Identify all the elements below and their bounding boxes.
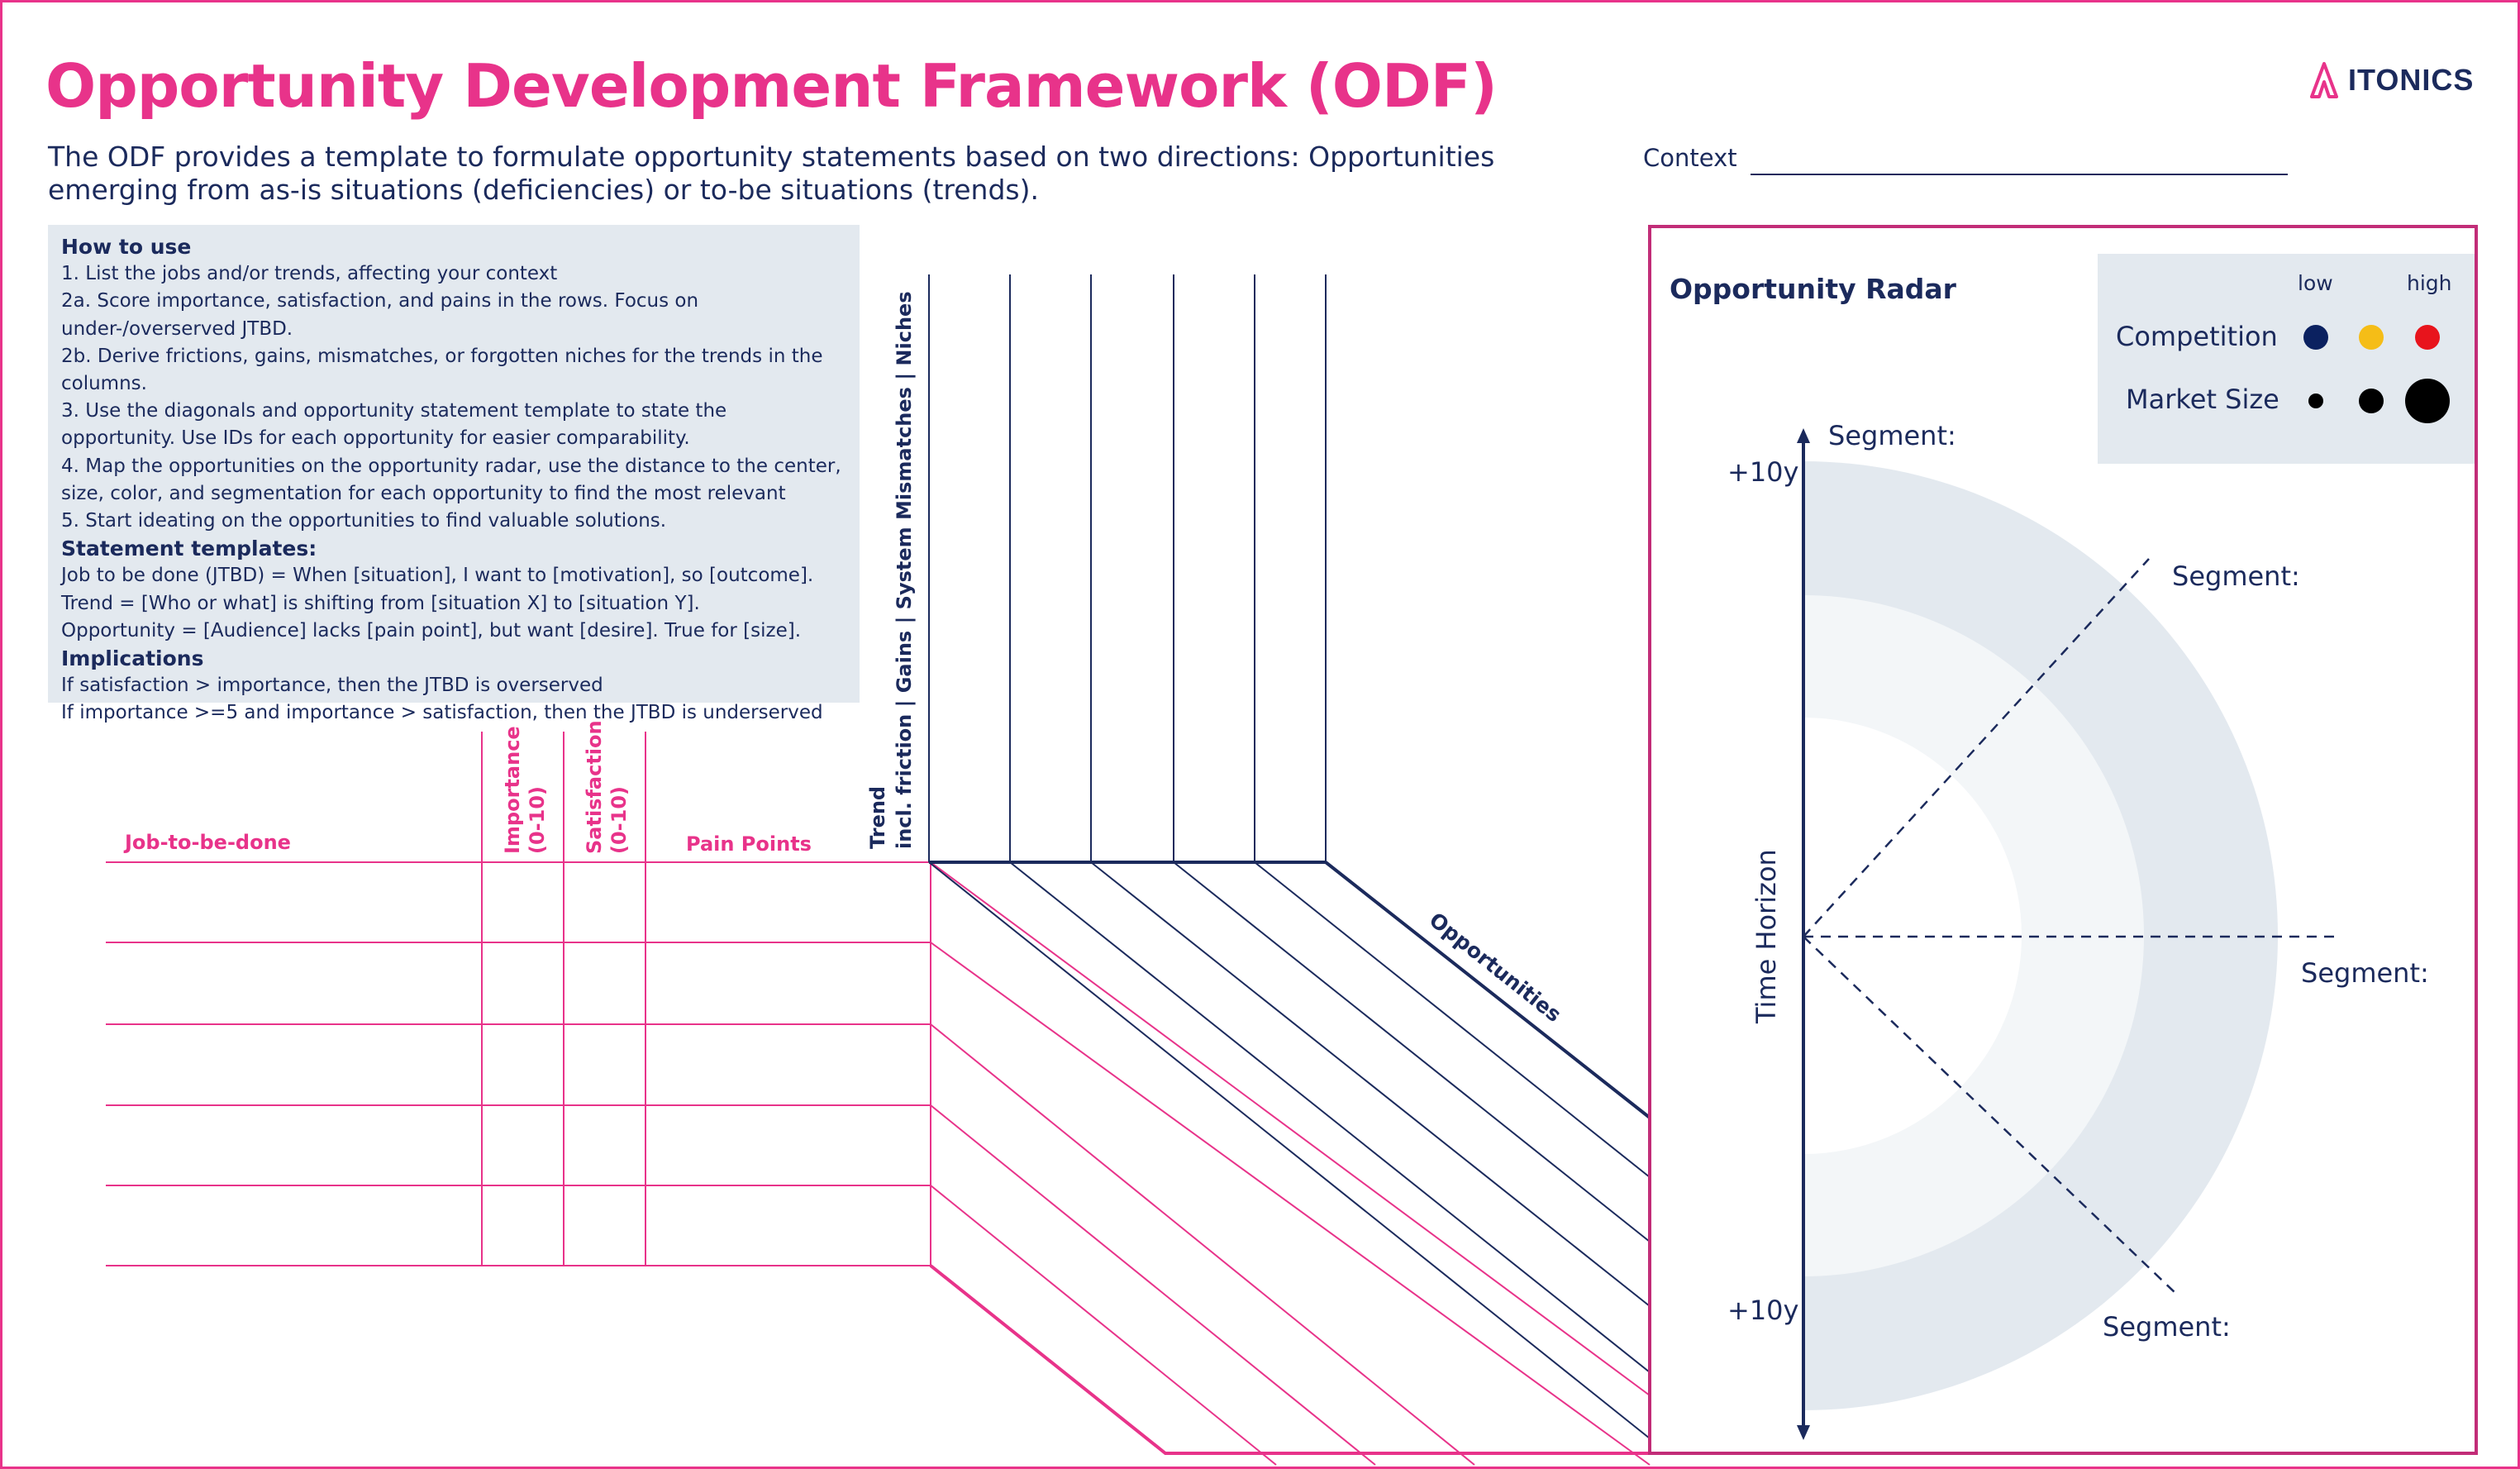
template-line: Trend = [Who or what] is shifting from […: [61, 592, 700, 614]
legend-low-label: low: [2298, 271, 2333, 295]
segment-label-top[interactable]: Segment:: [1828, 420, 1956, 451]
pink-boundary: [929, 1264, 1650, 1455]
segment-label-bottom[interactable]: Segment:: [2103, 1311, 2231, 1343]
market-size-medium-dot: [2359, 389, 2384, 413]
axis-arrow-up-icon: [1797, 428, 1810, 443]
market-size-small-dot: [2308, 393, 2323, 408]
col-header-satisfaction: Satisfaction (0-10): [583, 720, 631, 854]
howto-step: 2a. Score importance, satisfaction, and …: [61, 290, 699, 340]
howto-step: 1. List the jobs and/or trends, affectin…: [61, 263, 558, 285]
howto-step: 5. Start ideating on the opportunities t…: [61, 510, 667, 532]
legend-competition-label: Competition: [2116, 321, 2278, 352]
competition-mid-dot: [2359, 325, 2384, 350]
col-header-jtbd: Job-to-be-done: [125, 831, 291, 854]
row-diagonal: [930, 1023, 1475, 1466]
radar-title: Opportunity Radar: [1670, 273, 1956, 305]
col-header-importance: Importance (0-10): [501, 726, 549, 854]
itonics-logo: ITONICS: [2310, 60, 2474, 101]
segment-label-right[interactable]: Segment:: [2301, 957, 2429, 989]
row-diagonal: [930, 1104, 1376, 1466]
row-diagonal: [930, 861, 1651, 1396]
context-label: Context: [1643, 144, 1737, 172]
time-tick-top: +10y: [1727, 456, 1799, 488]
template-line: Opportunity = [Audience] lacks [pain poi…: [61, 619, 802, 641]
row-diagonal: [930, 942, 1651, 1466]
howto-step: 2b. Derive frictions, gains, mismatches,…: [61, 345, 823, 395]
segment-dividers: [1803, 558, 2336, 1295]
page-title: Opportunity Development Framework (ODF): [45, 51, 1498, 121]
logo-mark-icon: [2310, 62, 2338, 98]
column-diagonal: [1090, 861, 1651, 1307]
howto-step: 3. Use the diagonals and opportunity sta…: [61, 400, 727, 450]
legend-high-label: high: [2407, 271, 2452, 295]
column-diagonal: [1009, 861, 1651, 1373]
market-size-large-dot: [2405, 379, 2450, 423]
implication-line: If importance >=5 and importance > satis…: [61, 702, 823, 724]
trend-header: Trend incl. friction | Gains | System Mi…: [866, 291, 916, 849]
segment-label-upper-right[interactable]: Segment:: [2172, 560, 2300, 592]
column-diagonal: [1173, 861, 1651, 1242]
howto-step: 4. Map the opportunities on the opportun…: [61, 455, 841, 504]
trend-columns: [928, 274, 1651, 1439]
column-diagonal: [1254, 861, 1651, 1178]
opportunities-boundary: [1324, 861, 1651, 1119]
time-horizon-label: Time Horizon: [1751, 849, 1782, 1023]
competition-low-dot: [2303, 325, 2328, 350]
logo-text: ITONICS: [2348, 63, 2475, 97]
intro-text: The ODF provides a template to formulate…: [48, 141, 1495, 206]
time-tick-bottom: +10y: [1727, 1295, 1799, 1326]
implications-heading: Implications: [61, 646, 204, 671]
legend-market-size-label: Market Size: [2126, 384, 2279, 415]
how-to-use-panel: How to use 1. List the jobs and/or trend…: [48, 225, 860, 723]
col-header-pain-points: Pain Points: [686, 832, 812, 856]
template-line: Job to be done (JTBD) = When [situation]…: [61, 565, 814, 587]
jtbd-table: [106, 732, 1651, 1466]
context-input-line[interactable]: [1751, 174, 2288, 175]
axis-arrow-down-icon: [1797, 1425, 1810, 1440]
how-to-use-heading: How to use: [61, 235, 192, 259]
implication-line: If satisfaction > importance, then the J…: [61, 675, 603, 697]
row-diagonal: [930, 1185, 1277, 1466]
radar-box: [1648, 225, 2478, 1455]
competition-high-dot: [2415, 325, 2440, 350]
column-diagonal: [928, 861, 1651, 1439]
statement-templates-heading: Statement templates:: [61, 537, 317, 561]
